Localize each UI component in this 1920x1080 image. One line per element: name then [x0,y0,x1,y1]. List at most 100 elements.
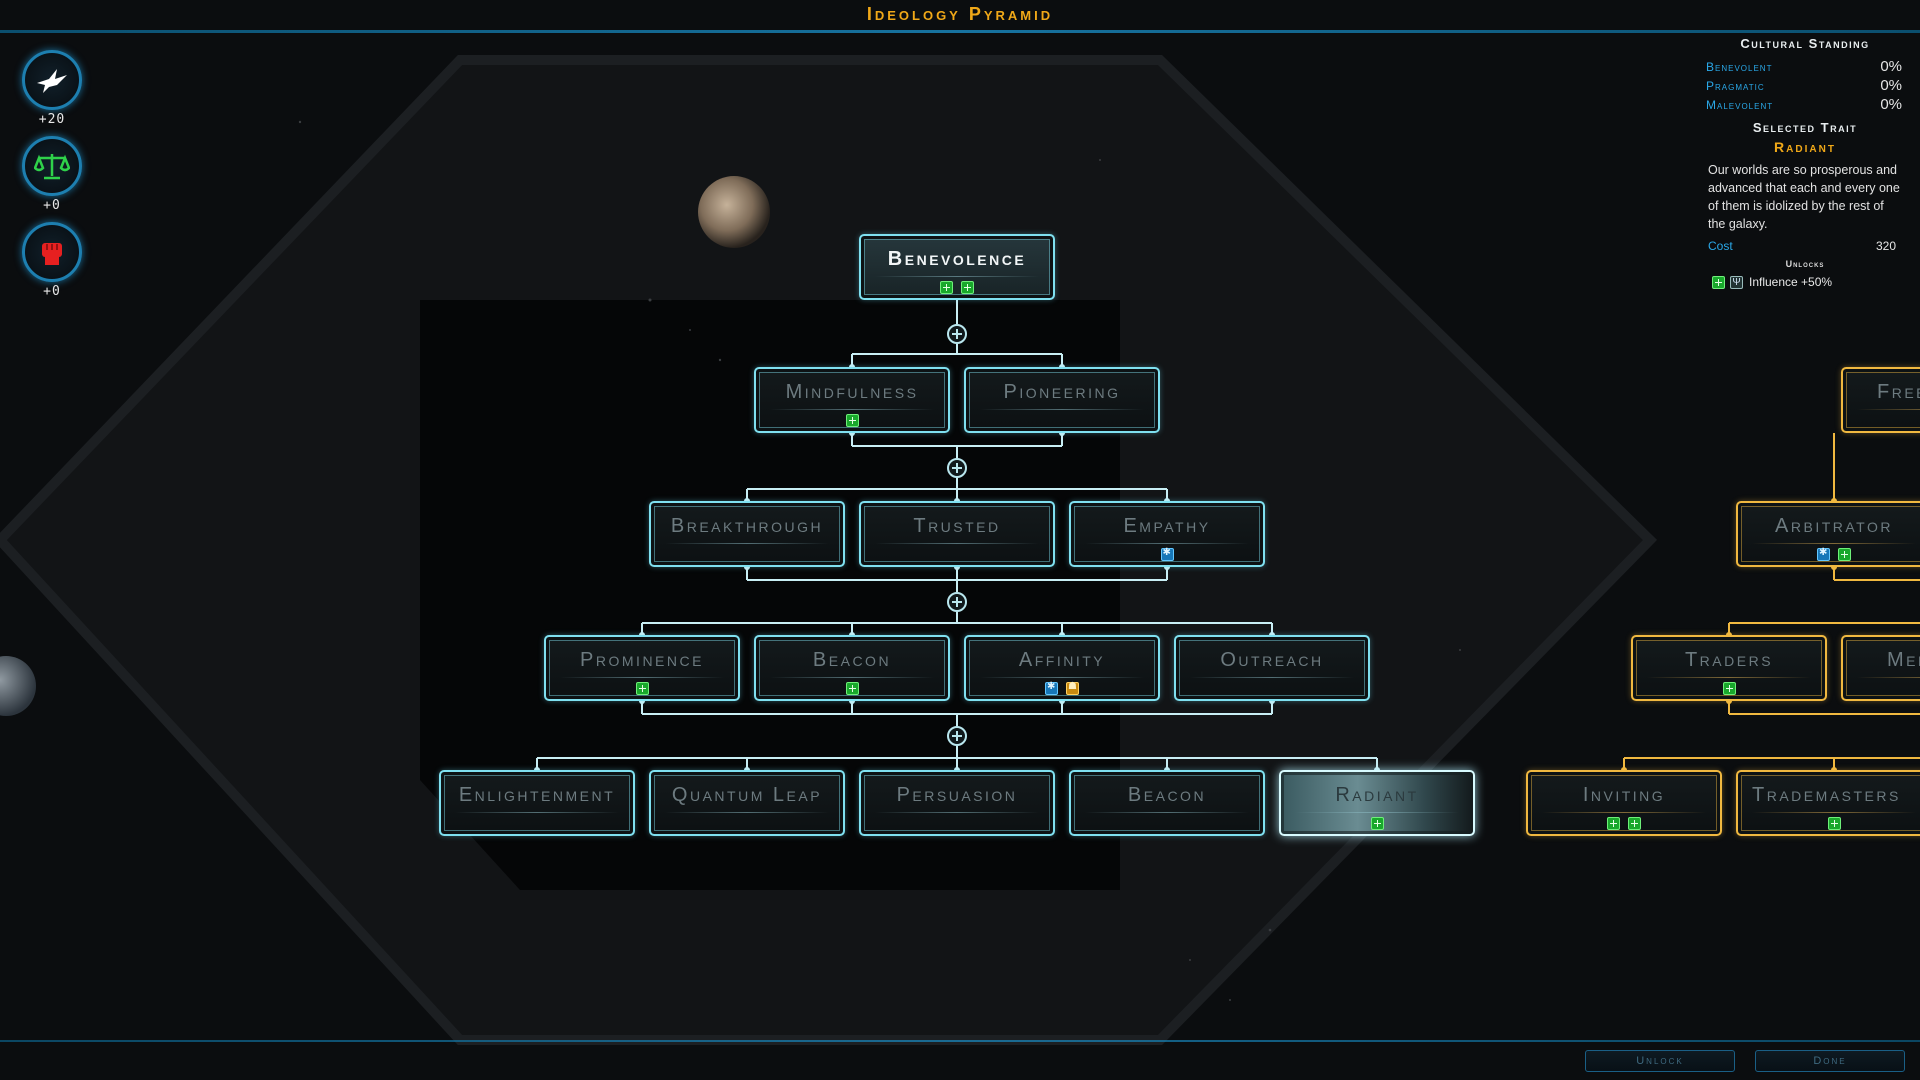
trait-cost-row: Cost 320 [1700,233,1910,253]
node-divider [770,409,934,410]
ethic-malevolent[interactable]: +0 [20,222,84,299]
node-divider [1085,812,1249,813]
trait-node-benevolence[interactable]: Benevolence [859,234,1055,300]
population-badge-icon [1066,681,1079,695]
top-frame-line [0,30,1920,33]
ethic-benevolent[interactable]: +20 [20,50,84,127]
cost-label: Cost [1708,239,1733,253]
trait-label: Persuasion [896,784,1018,806]
plus-badge-icon [845,682,859,695]
trait-label: Pioneering [1003,381,1121,403]
trait-node-outreach[interactable]: Outreach [1174,635,1370,701]
plus-badge-icon [1712,275,1725,289]
trait-info-panel: Cultural Standing Benevolent 0% Pragmati… [1700,36,1910,289]
trait-node-enlightenment[interactable]: Enlightenment [439,770,635,836]
trait-node-trusted[interactable]: Trusted [859,501,1055,567]
plus-badge-icon [940,281,953,294]
ethic-benevolent-value: +20 [38,112,66,127]
trait-label: Affinity [1018,649,1106,671]
node-badges [1071,547,1263,561]
selected-trait-name: Radiant [1774,139,1836,155]
trait-label: Empathy [1123,515,1211,537]
trait-label: Breakthrough [670,515,824,537]
node-divider [455,812,619,813]
standing-value: 0% [1880,58,1902,75]
fist-icon [22,222,82,282]
trait-label: Beacon [1127,784,1207,806]
plus-badge-icon [961,281,974,294]
trait-node-prominence[interactable]: Prominence [544,635,740,701]
trait-label: Enlightenment [458,784,616,806]
standing-value: 0% [1880,77,1902,94]
trait-node-empathy[interactable]: Empathy [1069,501,1265,567]
standing-label: Benevolent [1706,59,1773,74]
node-divider [665,543,829,544]
research-badge-icon [1160,547,1174,561]
ethic-pragmatic-value: +0 [43,198,61,213]
node-divider [1190,677,1354,678]
standing-row-benevolent: Benevolent 0% [1700,57,1910,76]
standing-row-malevolent: Malevolent 0% [1700,95,1910,114]
trait-description: Our worlds are so prosperous and advance… [1708,163,1900,231]
trait-node-mindfulness[interactable]: Mindfulness [754,367,950,433]
node-badges [966,681,1158,695]
done-button[interactable]: Done [1755,1050,1905,1072]
plus-badge-icon [635,682,649,695]
connector-hub [947,592,967,612]
node-badges [861,281,1053,294]
connector-hub [947,324,967,344]
node-divider [770,677,934,678]
plus-badge-icon [1370,817,1384,830]
node-divider [875,276,1039,277]
trait-label: Quantum Leap [671,784,823,806]
bottom-frame-line [0,1040,1920,1042]
trait-node-breakthrough[interactable]: Breakthrough [649,501,845,567]
research-badge-icon [1045,681,1058,695]
cultural-standing-title: Cultural Standing [1740,36,1870,51]
page-title: Ideology Pyramid [866,4,1054,24]
dove-icon [22,50,82,110]
standing-label: Pragmatic [1706,78,1765,93]
influence-icon: Ψ [1730,275,1743,289]
node-divider [875,543,1039,544]
trait-node-radiant[interactable]: Radiant [1279,770,1475,836]
node-divider [1295,812,1459,813]
standing-label: Malevolent [1706,97,1774,112]
connector-hub [947,726,967,746]
node-divider [875,812,1039,813]
cost-value: 320 [1875,239,1896,253]
trait-label: Beacon [812,649,892,671]
plus-badge-icon [845,414,859,427]
unlock-button[interactable]: Unlock [1585,1050,1735,1072]
node-divider [1085,543,1249,544]
selected-trait-title: Selected Trait [1752,120,1858,135]
node-badges [1281,817,1473,830]
node-badges [546,682,738,695]
trait-label: Prominence [580,649,704,671]
ethic-malevolent-value: +0 [43,284,61,299]
trait-label: Outreach [1220,649,1324,671]
trait-node-persuasion[interactable]: Persuasion [859,770,1055,836]
node-divider [980,409,1144,410]
node-divider [665,812,829,813]
node-badges [756,414,948,427]
unlock-item: Ψ Influence +50% [1700,269,1910,289]
trait-label: Radiant [1335,784,1419,806]
trait-node-beacon[interactable]: Beacon [754,635,950,701]
standing-value: 0% [1880,96,1902,113]
standing-row-pragmatic: Pragmatic 0% [1700,76,1910,95]
trait-node-pioneering[interactable]: Pioneering [964,367,1160,433]
node-divider [560,677,724,678]
scales-icon [22,136,82,196]
trait-node-quantum-leap[interactable]: Quantum Leap [649,770,845,836]
node-badges [756,682,948,695]
ethic-pragmatic[interactable]: +0 [20,136,84,213]
unlocks-title: Unlocks [1785,259,1825,269]
node-divider [980,677,1144,678]
trait-node-affinity[interactable]: Affinity [964,635,1160,701]
trait-label: Mindfulness [785,381,919,403]
unlock-text: Influence +50% [1749,275,1833,289]
connector-hub [947,458,967,478]
trait-label: Trusted [913,515,1001,537]
trait-node-beacon-2[interactable]: Beacon [1069,770,1265,836]
